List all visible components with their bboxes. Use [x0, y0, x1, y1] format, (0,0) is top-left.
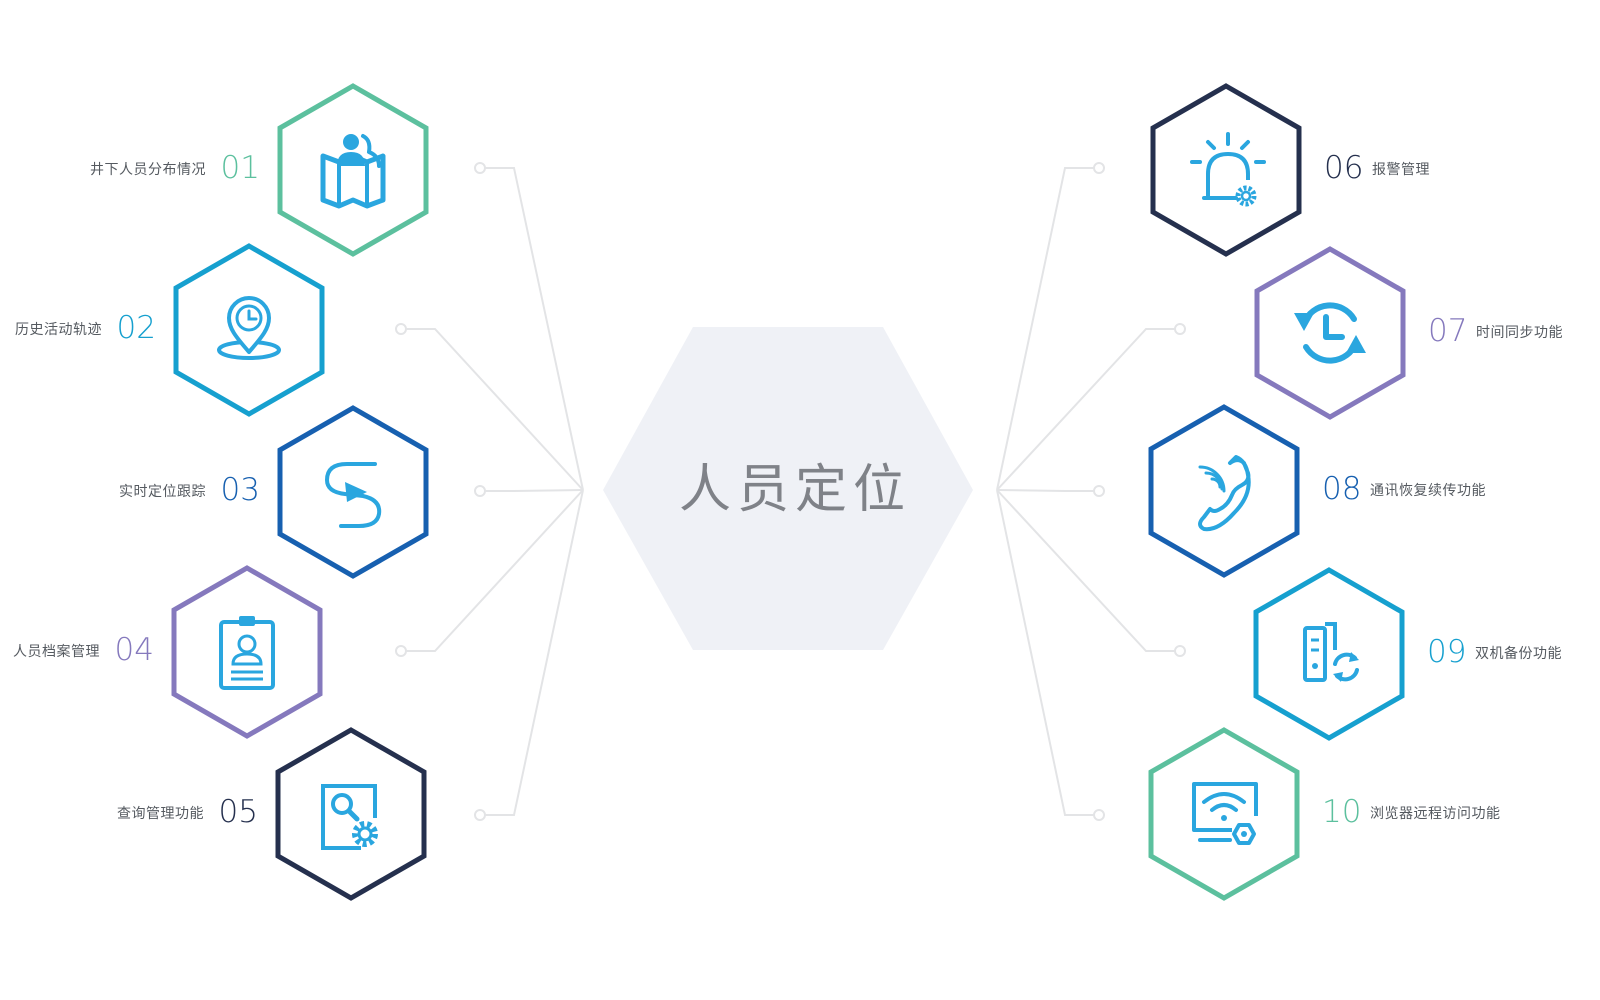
connector-line-09	[996, 489, 1175, 652]
connector-dot-01	[474, 162, 486, 174]
center-hexagon-shape	[603, 327, 973, 650]
feature-label-05: 查询管理功能	[117, 806, 204, 822]
center-title: 人员定位	[678, 460, 911, 520]
feature-number-10: 10	[1322, 794, 1362, 830]
feature-node-04	[171, 565, 323, 739]
people-map-icon	[320, 134, 386, 209]
clock-sync-icon	[1294, 302, 1366, 364]
feature-number-01: 01	[220, 150, 260, 186]
feature-number-07: 07	[1428, 313, 1468, 349]
feature-label-09: 双机备份功能	[1475, 646, 1562, 662]
connector-line-04	[406, 489, 584, 652]
feature-hexagon-09	[1253, 567, 1405, 741]
connector-line-10	[996, 489, 1094, 816]
connector-line-01	[485, 167, 584, 491]
feature-number-05: 05	[218, 794, 258, 830]
phone-signal-icon	[1198, 455, 1251, 532]
connector-dot-04	[395, 645, 407, 657]
alarm-light-icon	[1190, 132, 1266, 207]
feature-number-04: 04	[114, 632, 154, 668]
feature-node-08	[1148, 404, 1300, 578]
monitor-wifi-icon	[1192, 782, 1258, 845]
feature-node-09	[1253, 567, 1405, 741]
connector-dot-05	[474, 809, 486, 821]
connector-line-06	[996, 167, 1094, 491]
feature-node-01	[277, 83, 429, 257]
feature-hexagon-10	[1148, 727, 1300, 901]
feature-number-09: 09	[1427, 634, 1467, 670]
feature-node-07	[1254, 246, 1406, 420]
connector-line-07	[996, 328, 1175, 491]
feature-label-10: 浏览器远程访问功能	[1370, 806, 1501, 822]
connector-dot-10	[1093, 809, 1105, 821]
feature-hexagon-07	[1254, 246, 1406, 420]
feature-node-03	[277, 405, 429, 579]
feature-number-03: 03	[220, 472, 260, 508]
feature-label-02: 历史活动轨迹	[15, 322, 102, 338]
connector-dot-06	[1093, 162, 1105, 174]
search-settings-icon	[321, 784, 378, 850]
location-clock-icon	[217, 296, 281, 360]
feature-label-04: 人员档案管理	[13, 644, 100, 660]
feature-number-08: 08	[1322, 471, 1362, 507]
feature-node-06	[1150, 83, 1302, 257]
connector-dot-08	[1093, 485, 1105, 497]
feature-label-08: 通讯恢复续传功能	[1370, 483, 1486, 499]
connector-line-03	[485, 489, 584, 492]
connector-dot-07	[1174, 323, 1186, 335]
connector-dot-02	[395, 323, 407, 335]
connector-line-05	[485, 489, 584, 816]
feature-label-07: 时间同步功能	[1476, 325, 1563, 341]
connector-dot-09	[1174, 645, 1186, 657]
feature-label-01: 井下人员分布情况	[90, 162, 206, 178]
feature-node-10	[1148, 727, 1300, 901]
connector-dot-03	[474, 485, 486, 497]
server-backup-icon	[1303, 622, 1359, 682]
feature-number-06: 06	[1324, 150, 1364, 186]
feature-number-02: 02	[116, 310, 156, 346]
feature-hexagon-06	[1150, 83, 1302, 257]
track-route-icon	[324, 462, 382, 528]
feature-label-06: 报警管理	[1372, 162, 1430, 178]
feature-node-02	[173, 243, 325, 417]
clipboard-person-icon	[219, 616, 275, 690]
connector-line-02	[406, 328, 584, 491]
feature-label-03: 实时定位跟踪	[119, 484, 206, 500]
feature-node-05	[275, 727, 427, 901]
feature-hexagon-01	[277, 83, 429, 257]
connector-line-08	[996, 489, 1094, 492]
